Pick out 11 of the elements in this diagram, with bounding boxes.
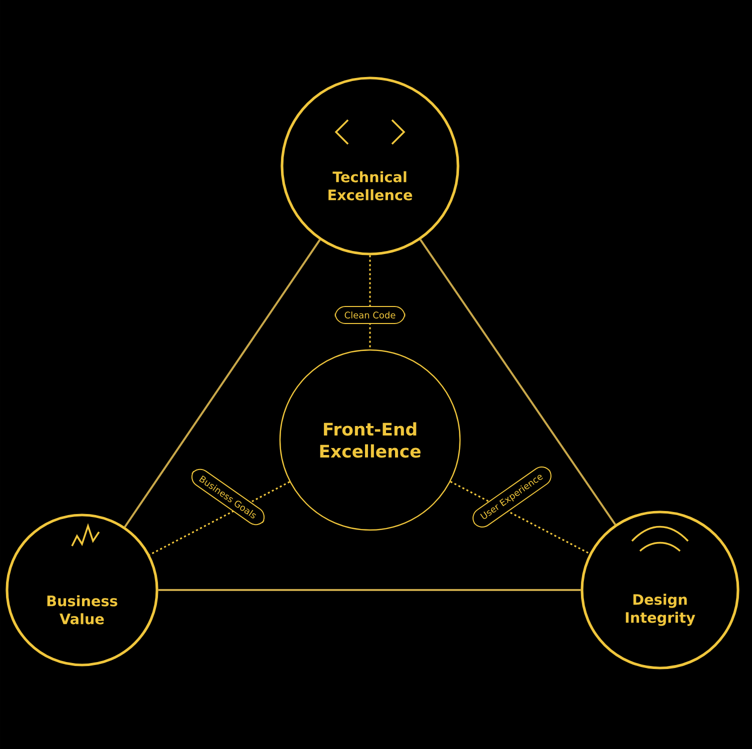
connector-line bbox=[124, 239, 321, 528]
connector-line bbox=[369, 255, 371, 350]
connector-line bbox=[450, 480, 590, 554]
connector-line bbox=[149, 481, 290, 556]
circle-node: Business Value bbox=[6, 514, 158, 666]
circle-node: Technical Excellence bbox=[280, 76, 460, 256]
circle-node: Design Integrity bbox=[580, 510, 740, 670]
edge-label: Clean Code bbox=[334, 306, 406, 324]
connector-line bbox=[158, 589, 581, 591]
circle-node: Front-End Excellence bbox=[279, 349, 461, 531]
connector-line bbox=[420, 239, 616, 526]
